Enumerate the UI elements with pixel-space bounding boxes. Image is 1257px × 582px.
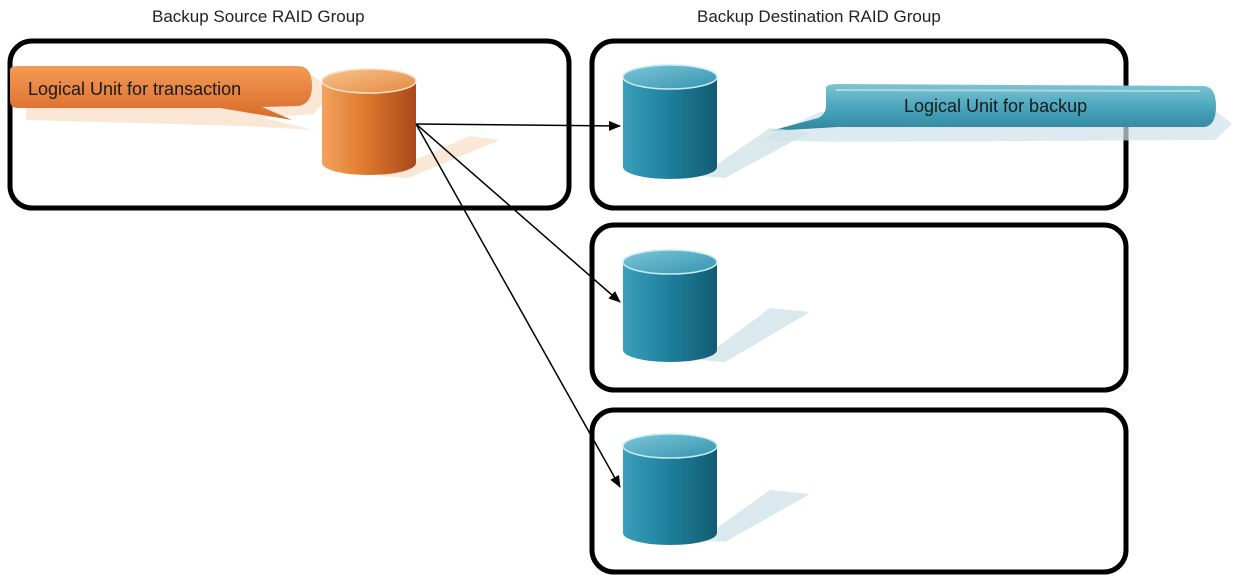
destination-disk-2-body	[623, 262, 717, 362]
destination-disk-1-body	[623, 77, 717, 179]
source-disk-top	[321, 68, 417, 94]
transaction-callout-bubble	[10, 66, 312, 120]
destination-raid-group-box-2	[589, 222, 1129, 393]
destination-group-heading: Backup Destination RAID Group	[697, 7, 941, 26]
backup-callout-highlight	[835, 89, 1201, 92]
destination-disk-2-shadow	[700, 308, 810, 362]
destination-disk-3-body	[623, 446, 717, 545]
destination-disk-1-icon	[622, 64, 718, 179]
source-disk-body	[322, 81, 416, 175]
backup-callout	[760, 84, 1232, 142]
source-group-heading: Backup Source RAID Group	[152, 7, 365, 26]
source-raid-group-box	[7, 38, 572, 211]
destination-disk-1-shadow	[700, 128, 810, 178]
destination-disk-3-shadow	[700, 490, 810, 542]
copy-arrow-3	[415, 123, 621, 488]
source-disk-icon	[321, 68, 417, 175]
destination-disk-2-top	[622, 249, 718, 275]
copy-arrow-2	[415, 123, 621, 303]
destination-disk-3-top	[622, 433, 718, 459]
destination-disk-3-icon	[622, 433, 718, 545]
destination-disk-1-top	[622, 64, 718, 90]
backup-callout-bubble	[770, 84, 1216, 131]
transaction-callout	[10, 66, 332, 130]
destination-disk-2-icon	[622, 249, 718, 362]
copy-arrow-1	[415, 120, 621, 131]
transaction-callout-label: Logical Unit for transaction	[28, 79, 242, 99]
backup-callout-label: Logical Unit for backup	[904, 96, 1088, 116]
destination-raid-group-box-3	[589, 407, 1129, 575]
